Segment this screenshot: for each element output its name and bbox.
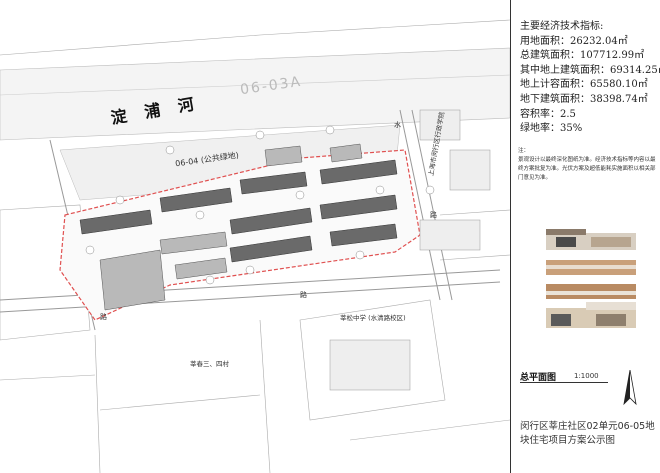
specs-title: 主要经济技术指标: [520, 21, 604, 32]
north-arrow-icon [623, 370, 637, 406]
spec-item: 绿地率：35% [520, 123, 583, 135]
elevation-render-2 [546, 260, 636, 275]
spec-item: 地上计容面积：65580.10㎡ [520, 79, 648, 91]
spec-item: 容积率：2.5 [520, 108, 576, 120]
sheet-divider [510, 0, 511, 473]
notes-text: 景观设计以最终深化图纸为准。经济技术指标等内容以最终方案批复为准。光伏方案及超低… [518, 157, 656, 181]
site-plan [0, 19, 510, 473]
south-school-label: 莘松中学 (水清路校区) [340, 314, 406, 322]
specs-panel: 主要经济技术指标: 用地面积：26232.04㎡ 总建筑面积：107712.99… [520, 20, 660, 137]
spec-item: 地下建筑面积：38398.74㎡ [520, 93, 648, 105]
spec-item: 其中地上建筑面积：69314.25㎡ [520, 64, 660, 76]
legend-underline [520, 382, 608, 383]
road-label-d: 路 [300, 291, 307, 299]
elevation-render-3 [546, 284, 636, 299]
legend-title: 总平面图 [520, 373, 557, 383]
legend-scale: 1:1000 [574, 372, 599, 380]
elevation-render-1 [546, 229, 636, 250]
road-label-b: 路 [430, 211, 437, 219]
road-label-a: 水 [394, 121, 401, 129]
spec-item: 总建筑面积：107712.99㎡ [520, 50, 645, 62]
notes-block: 注： 景观设计以最终深化图纸为准。经济技术指标等内容以最终方案批复为准。光伏方案… [518, 147, 658, 183]
notes-heading: 注： [518, 148, 530, 154]
spec-item: 用地面积：26232.04㎡ [520, 35, 628, 47]
village-label: 莘春三、四村 [190, 360, 229, 368]
sheet-caption: 闵行区莘庄社区02单元06-05地块住宅项目方案公示图 [520, 421, 655, 446]
road-label-c: 路 [100, 313, 107, 321]
elevation-render-4 [546, 302, 636, 328]
